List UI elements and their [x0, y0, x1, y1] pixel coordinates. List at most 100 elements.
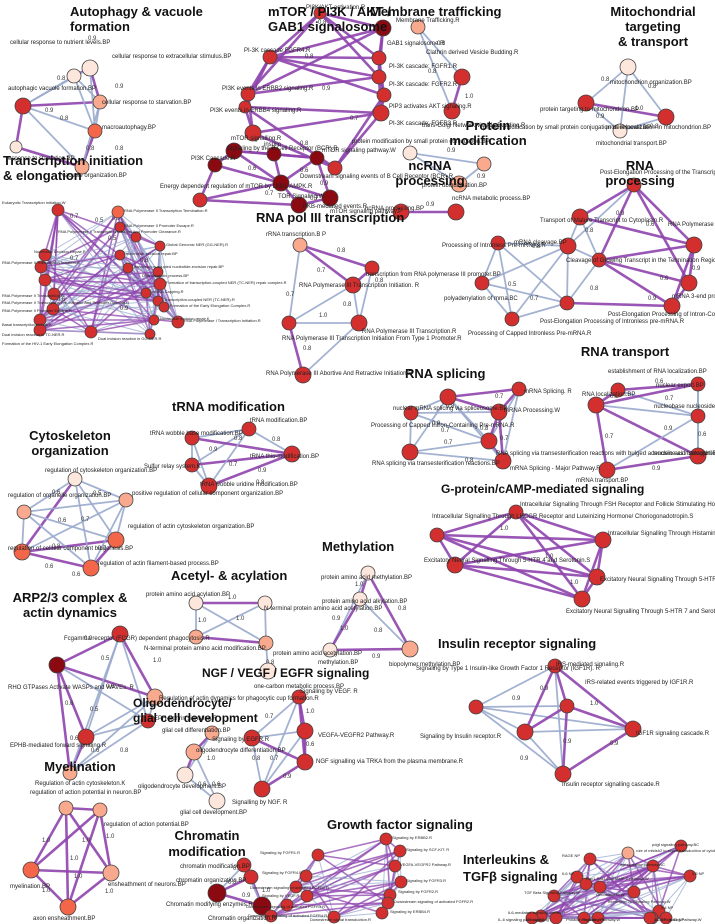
node-interleukins-8[interactable]	[593, 880, 607, 894]
node-mtor-7[interactable]	[244, 124, 262, 142]
node-growth-4[interactable]	[394, 875, 408, 889]
node-mtor-2[interactable]	[374, 19, 392, 37]
node-mito-3[interactable]	[612, 123, 628, 139]
node-trna-4[interactable]	[200, 477, 218, 495]
node-mtor-3[interactable]	[240, 86, 256, 102]
node-autophagy-1[interactable]	[81, 59, 99, 77]
node-mtor-10[interactable]	[327, 160, 343, 176]
node-splicing-5[interactable]	[401, 443, 419, 461]
node-interleukins-13[interactable]	[659, 911, 673, 924]
node-rnaproc-4[interactable]	[685, 236, 703, 254]
node-chromatin-1[interactable]	[243, 869, 259, 885]
node-rnatransport-0[interactable]	[610, 382, 626, 398]
node-mtor-13[interactable]	[309, 150, 325, 166]
node-interleukins-18[interactable]	[591, 911, 605, 924]
node-growth-5[interactable]	[299, 869, 313, 883]
node-protmod-0[interactable]	[402, 145, 418, 161]
node-transcription-6[interactable]	[114, 249, 126, 261]
node-mtor-16[interactable]	[192, 192, 208, 208]
node-transcription-9[interactable]	[152, 266, 164, 278]
node-interleukins-14[interactable]	[525, 911, 539, 924]
node-transcription-19[interactable]	[33, 323, 47, 337]
node-pol3-5[interactable]	[294, 366, 312, 384]
node-growth-2[interactable]	[393, 844, 407, 858]
node-transcription-22[interactable]	[84, 325, 98, 339]
node-trna-0[interactable]	[241, 421, 257, 437]
node-transcription-1[interactable]	[111, 205, 125, 219]
node-arp-1[interactable]	[48, 656, 66, 674]
node-rnaproc-6[interactable]	[591, 252, 607, 268]
node-interleukins-4[interactable]	[579, 877, 593, 891]
node-transcription-18[interactable]	[148, 314, 160, 326]
node-methylation-0[interactable]	[360, 565, 376, 581]
node-ngf-4[interactable]	[253, 780, 271, 798]
node-trna-3[interactable]	[283, 445, 301, 463]
node-rnaproc-10[interactable]	[504, 311, 520, 327]
node-mito-0[interactable]	[619, 58, 637, 76]
node-rnatransport-5[interactable]	[598, 461, 616, 479]
node-splicing-0[interactable]	[511, 381, 527, 397]
node-membrane-1[interactable]	[453, 68, 471, 86]
node-growth-3[interactable]	[388, 859, 402, 873]
node-interleukins-5[interactable]	[646, 859, 660, 873]
node-mtor-1[interactable]	[262, 49, 278, 65]
node-membrane-2[interactable]	[443, 102, 461, 120]
node-transcription-10[interactable]	[38, 273, 52, 287]
node-insulin-0[interactable]	[468, 699, 484, 715]
node-acetyl-2[interactable]	[188, 629, 204, 645]
node-protmod-2[interactable]	[450, 175, 468, 193]
node-transcription-2[interactable]	[114, 221, 126, 233]
node-interleukins-1[interactable]	[621, 846, 635, 860]
node-insulin-2[interactable]	[559, 698, 575, 714]
node-mtor-8[interactable]	[376, 87, 392, 103]
node-mtor-6[interactable]	[371, 69, 387, 85]
node-transcription-11[interactable]	[153, 277, 167, 291]
node-myelination-2[interactable]	[22, 861, 40, 879]
node-growth-7[interactable]	[300, 889, 314, 903]
node-mtor-12[interactable]	[266, 146, 282, 162]
node-transcription-16[interactable]	[158, 301, 170, 313]
node-chromatin-0[interactable]	[236, 857, 252, 873]
node-splicing-1[interactable]	[439, 388, 457, 406]
node-interleukins-16[interactable]	[643, 911, 657, 924]
node-rnatransport-1[interactable]	[690, 376, 706, 392]
node-mtor-14[interactable]	[207, 157, 223, 173]
node-splicing-4[interactable]	[480, 432, 498, 450]
node-rnaproc-0[interactable]	[571, 208, 589, 226]
node-gprotein-5[interactable]	[573, 590, 591, 608]
node-mtor-15[interactable]	[272, 174, 290, 192]
node-pol3-0[interactable]	[292, 237, 308, 253]
node-membrane-0[interactable]	[410, 19, 426, 35]
node-cytoskeleton-4[interactable]	[13, 543, 31, 561]
node-myelination-0[interactable]	[58, 800, 74, 816]
node-arp-2[interactable]	[146, 688, 164, 706]
node-oligo-3[interactable]	[208, 792, 226, 810]
node-oligo-1[interactable]	[185, 743, 203, 761]
node-transcription-21[interactable]	[171, 315, 185, 329]
node-insulin-3[interactable]	[516, 723, 534, 741]
node-interleukins-9[interactable]	[627, 885, 641, 899]
node-rnaproc-7[interactable]	[680, 274, 698, 292]
node-cytoskeleton-0[interactable]	[67, 471, 83, 487]
node-autophagy-2[interactable]	[92, 94, 108, 110]
node-interleukins-12[interactable]	[577, 911, 591, 924]
node-ngf-1[interactable]	[296, 722, 314, 740]
node-transcription-8[interactable]	[122, 262, 134, 274]
node-rnaproc-8[interactable]	[559, 295, 575, 311]
node-growth-8[interactable]	[280, 898, 294, 912]
node-mtor-4[interactable]	[371, 50, 387, 66]
node-ngf-0[interactable]	[291, 689, 307, 705]
node-rnaproc-3[interactable]	[559, 237, 577, 255]
node-growth-1[interactable]	[311, 848, 325, 862]
node-chromatin-3[interactable]	[252, 896, 272, 916]
node-ngf-2[interactable]	[243, 729, 261, 747]
node-trna-2[interactable]	[184, 457, 200, 473]
node-trna-1[interactable]	[184, 430, 200, 446]
node-mtor-18[interactable]	[321, 189, 339, 207]
node-myelination-1[interactable]	[92, 802, 108, 818]
node-cytoskeleton-1[interactable]	[118, 492, 134, 508]
node-splicing-3[interactable]	[403, 405, 419, 421]
node-growth-6[interactable]	[289, 880, 303, 894]
node-cytoskeleton-3[interactable]	[107, 531, 125, 549]
node-ncrna-1[interactable]	[447, 203, 465, 221]
